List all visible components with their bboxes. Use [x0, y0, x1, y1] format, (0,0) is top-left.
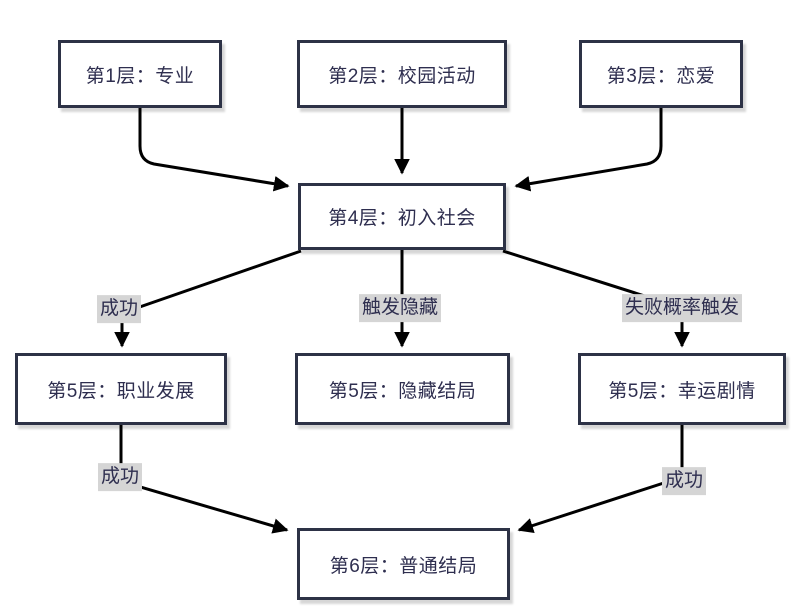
- node-layer6-normal-ending: 第6层：普通结局: [297, 528, 510, 600]
- edge-layer5-career-layer6: [119, 425, 289, 534]
- edge-label-success-bottom-right: 成功: [661, 467, 707, 495]
- edge-label-fail-probability-trigger: 失败概率触发: [621, 294, 743, 322]
- edge-layer4-layer5-career: [114, 249, 302, 348]
- node-layer4-entering-society: 第4层：初入社会: [298, 183, 506, 250]
- node-layer3-love: 第3层：恋爱: [579, 40, 743, 108]
- edge-label-trigger-hidden: 触发隐藏: [358, 294, 442, 322]
- node-layer5-hidden-ending: 第5层：隐藏结局: [295, 353, 510, 425]
- edge-layer5-lucky-layer6: [517, 425, 684, 534]
- node-layer2-campus-activities: 第2层：校园活动: [297, 40, 507, 108]
- edge-layer1-layer4: [138, 108, 290, 192]
- edge-label-success-bottom-left: 成功: [97, 463, 143, 491]
- node-layer5-lucky-plot: 第5层：幸运剧情: [578, 353, 786, 425]
- edge-label-success-top-left: 成功: [96, 295, 142, 323]
- edge-layer3-layer4: [514, 108, 663, 192]
- node-layer1-major: 第1层：专业: [58, 40, 222, 108]
- node-layer5-career-development: 第5层：职业发展: [15, 353, 227, 425]
